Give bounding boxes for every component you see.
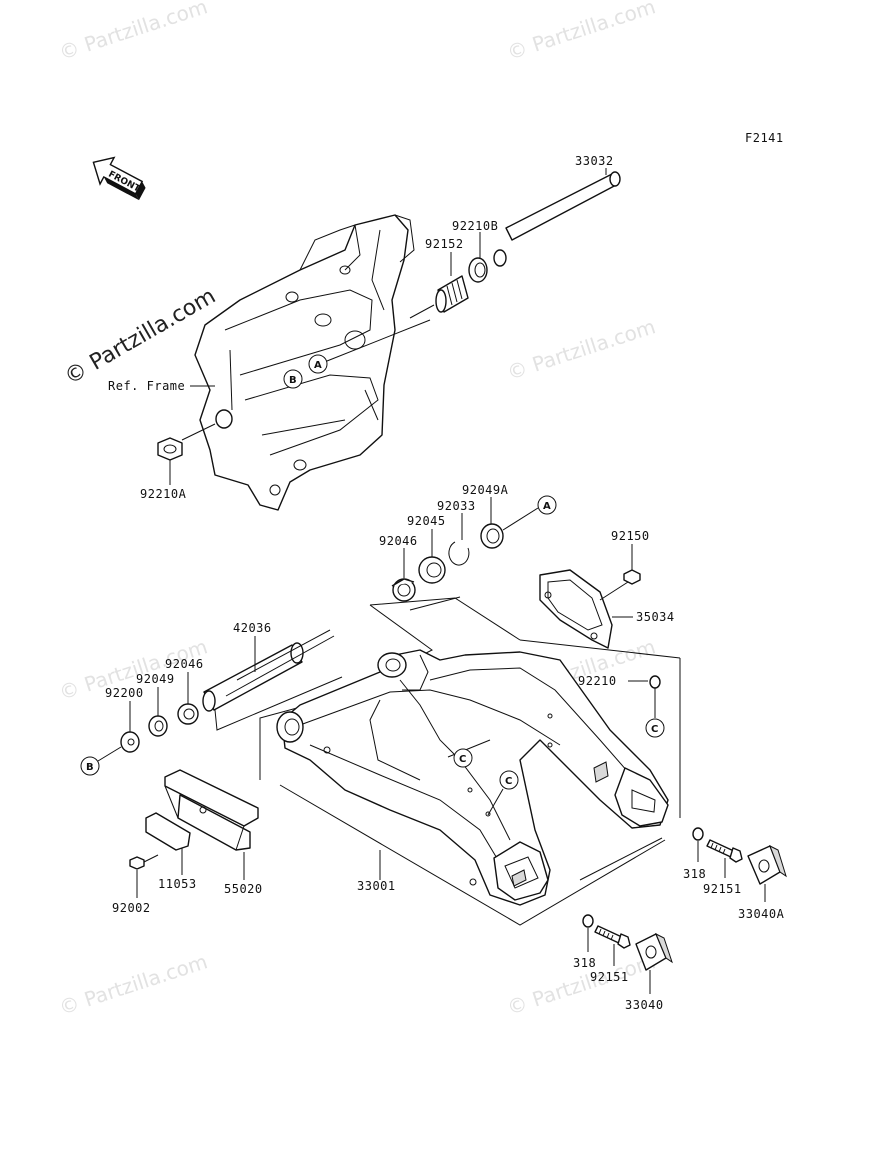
svg-text:B: B xyxy=(289,375,297,386)
svg-text:C: C xyxy=(651,724,658,735)
callout-a-bearing: A xyxy=(537,495,557,515)
part-number: 92210B xyxy=(452,219,498,233)
circlip-92033 xyxy=(448,541,470,566)
callout-c-top: C xyxy=(645,718,665,738)
callout-a-frame: A xyxy=(308,354,328,374)
part-number: 92210A xyxy=(140,487,187,501)
part-number: 92150 xyxy=(611,529,650,543)
seal-92049a xyxy=(480,523,504,549)
svg-text:C: C xyxy=(505,776,512,787)
part-number: 35034 xyxy=(636,610,675,624)
bearing-92045 xyxy=(418,556,446,584)
bolt-92002 xyxy=(129,854,159,870)
part-number: 92049A xyxy=(462,483,509,497)
part-number: 92046 xyxy=(165,657,204,671)
frame-drawing xyxy=(194,214,415,511)
bolt-92150 xyxy=(599,569,641,601)
chain-slipper-55020 xyxy=(164,769,259,851)
part-number: 92033 xyxy=(437,499,476,513)
svg-text:B: B xyxy=(86,762,94,773)
part-number: 92210 xyxy=(578,674,617,688)
watermark: © Partzilla.com xyxy=(504,314,658,385)
adjuster-33040 xyxy=(635,932,673,971)
part-number: 92152 xyxy=(425,237,464,251)
nut-92210b xyxy=(468,249,507,283)
bearing-92046-left xyxy=(177,703,199,725)
part-number: 92200 xyxy=(105,686,144,700)
part-number: 33032 xyxy=(575,154,614,168)
adjuster-33040a xyxy=(747,844,787,885)
seal-92049 xyxy=(148,715,168,737)
callout-b-washer: B xyxy=(80,756,100,776)
svg-text:A: A xyxy=(543,501,551,512)
part-number: 92002 xyxy=(112,901,151,915)
watermarks: © Partzilla.com © Partzilla.com © Partzi… xyxy=(56,0,658,1020)
watermark: © Partzilla.com xyxy=(56,949,210,1020)
nut-318-right xyxy=(692,827,704,841)
part-number: 318 xyxy=(683,867,706,881)
svg-text:A: A xyxy=(314,360,322,371)
part-number: 92049 xyxy=(136,672,175,686)
sleeve-42036 xyxy=(202,642,304,712)
part-number: 318 xyxy=(573,956,596,970)
part-number: 11053 xyxy=(158,877,197,891)
part-number: 92046 xyxy=(379,534,418,548)
bearing-92046-top xyxy=(391,578,416,602)
chain-guide-35034 xyxy=(539,569,613,649)
washer-92200 xyxy=(120,731,140,753)
watermark: © Partzilla.com xyxy=(504,0,658,65)
part-number: 55020 xyxy=(224,882,263,896)
swingarm-33001 xyxy=(276,649,669,906)
part-number: 92151 xyxy=(703,882,742,896)
part-number: 33040 xyxy=(625,998,664,1012)
nut-92210a xyxy=(157,437,183,461)
pivot-shaft-33032 xyxy=(409,171,621,319)
callout-b-frame: B xyxy=(283,369,303,389)
part-number: 33040A xyxy=(738,907,785,921)
callout-c-mid1: C xyxy=(453,748,473,768)
bolt-92210 xyxy=(649,675,661,689)
nut-318-bottom xyxy=(582,914,594,928)
watermark-prominent: © Partzilla.com xyxy=(61,284,221,391)
part-number: 92151 xyxy=(590,970,629,984)
part-number: 42036 xyxy=(233,621,272,635)
part-number: 92045 xyxy=(407,514,446,528)
watermark: © Partzilla.com xyxy=(56,0,210,65)
ref-frame-label: Ref. Frame xyxy=(108,379,185,393)
bolt-92151-right xyxy=(706,839,743,863)
collar-92152 xyxy=(435,275,469,313)
front-arrow-icon: FRONT xyxy=(92,156,146,201)
callout-c-mid2: C xyxy=(499,770,519,790)
figure-code: F2141 xyxy=(745,131,784,145)
bolt-92151-bottom xyxy=(594,925,631,949)
svg-text:C: C xyxy=(459,754,466,765)
part-number: 33001 xyxy=(357,879,396,893)
plate-11053 xyxy=(145,812,191,851)
